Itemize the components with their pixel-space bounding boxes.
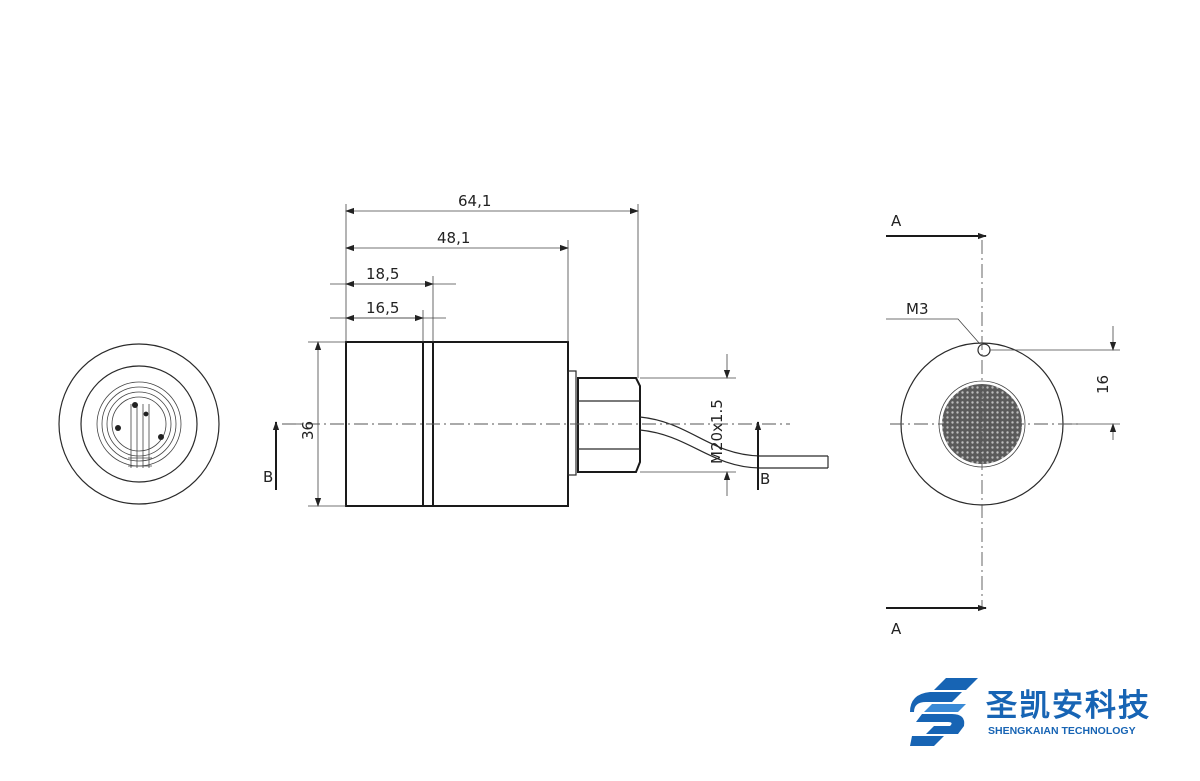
logo-chinese-text: 圣凯安科技 — [986, 688, 1151, 724]
company-logo: 圣凯安科技 SHENGKAIAN TECHNOLOGY — [908, 676, 1168, 748]
dim-thread: M20x1.5 — [708, 399, 726, 464]
inner-ring — [80, 365, 198, 483]
outer-ring — [58, 343, 220, 505]
cable — [639, 429, 828, 469]
hex-nut — [577, 377, 641, 473]
dim-body-length: 48,1 — [437, 229, 470, 247]
logo-english-text: SHENGKAIAN TECHNOLOGY — [988, 725, 1136, 737]
dim-overall-length: 64,1 — [458, 192, 491, 210]
section-a-markers: A A — [886, 212, 987, 638]
m3-screw-hole — [977, 343, 991, 357]
section-label-b-right: B — [760, 470, 770, 488]
m3-callout: M3 — [886, 300, 981, 345]
cable — [639, 416, 828, 457]
pin — [115, 425, 121, 431]
sensor-face-view — [890, 240, 1080, 608]
section-b-left-marker: B — [263, 421, 302, 490]
section-b-right-marker: B — [754, 421, 770, 490]
dim-screw: M3 — [906, 300, 929, 318]
section-label-a-bottom: A — [891, 620, 902, 638]
dimensions: 64,1 48,1 18,5 16,5 36 M20x1.5 — [299, 192, 736, 507]
dim-16-group: 16 — [990, 326, 1120, 440]
section-label-a-top: A — [891, 212, 902, 230]
pin — [132, 402, 138, 408]
logo-mark-icon — [910, 678, 978, 746]
dim-18-5: 18,5 — [366, 265, 399, 283]
side-view — [282, 341, 829, 507]
pin — [158, 434, 164, 440]
dim-16-5: 16,5 — [366, 299, 399, 317]
dim-side-height: 16 — [1094, 375, 1112, 394]
connector-end-view — [58, 343, 220, 505]
dim-diameter: 36 — [299, 421, 317, 440]
section-label-b-left: B — [263, 468, 273, 486]
pin — [143, 411, 149, 417]
